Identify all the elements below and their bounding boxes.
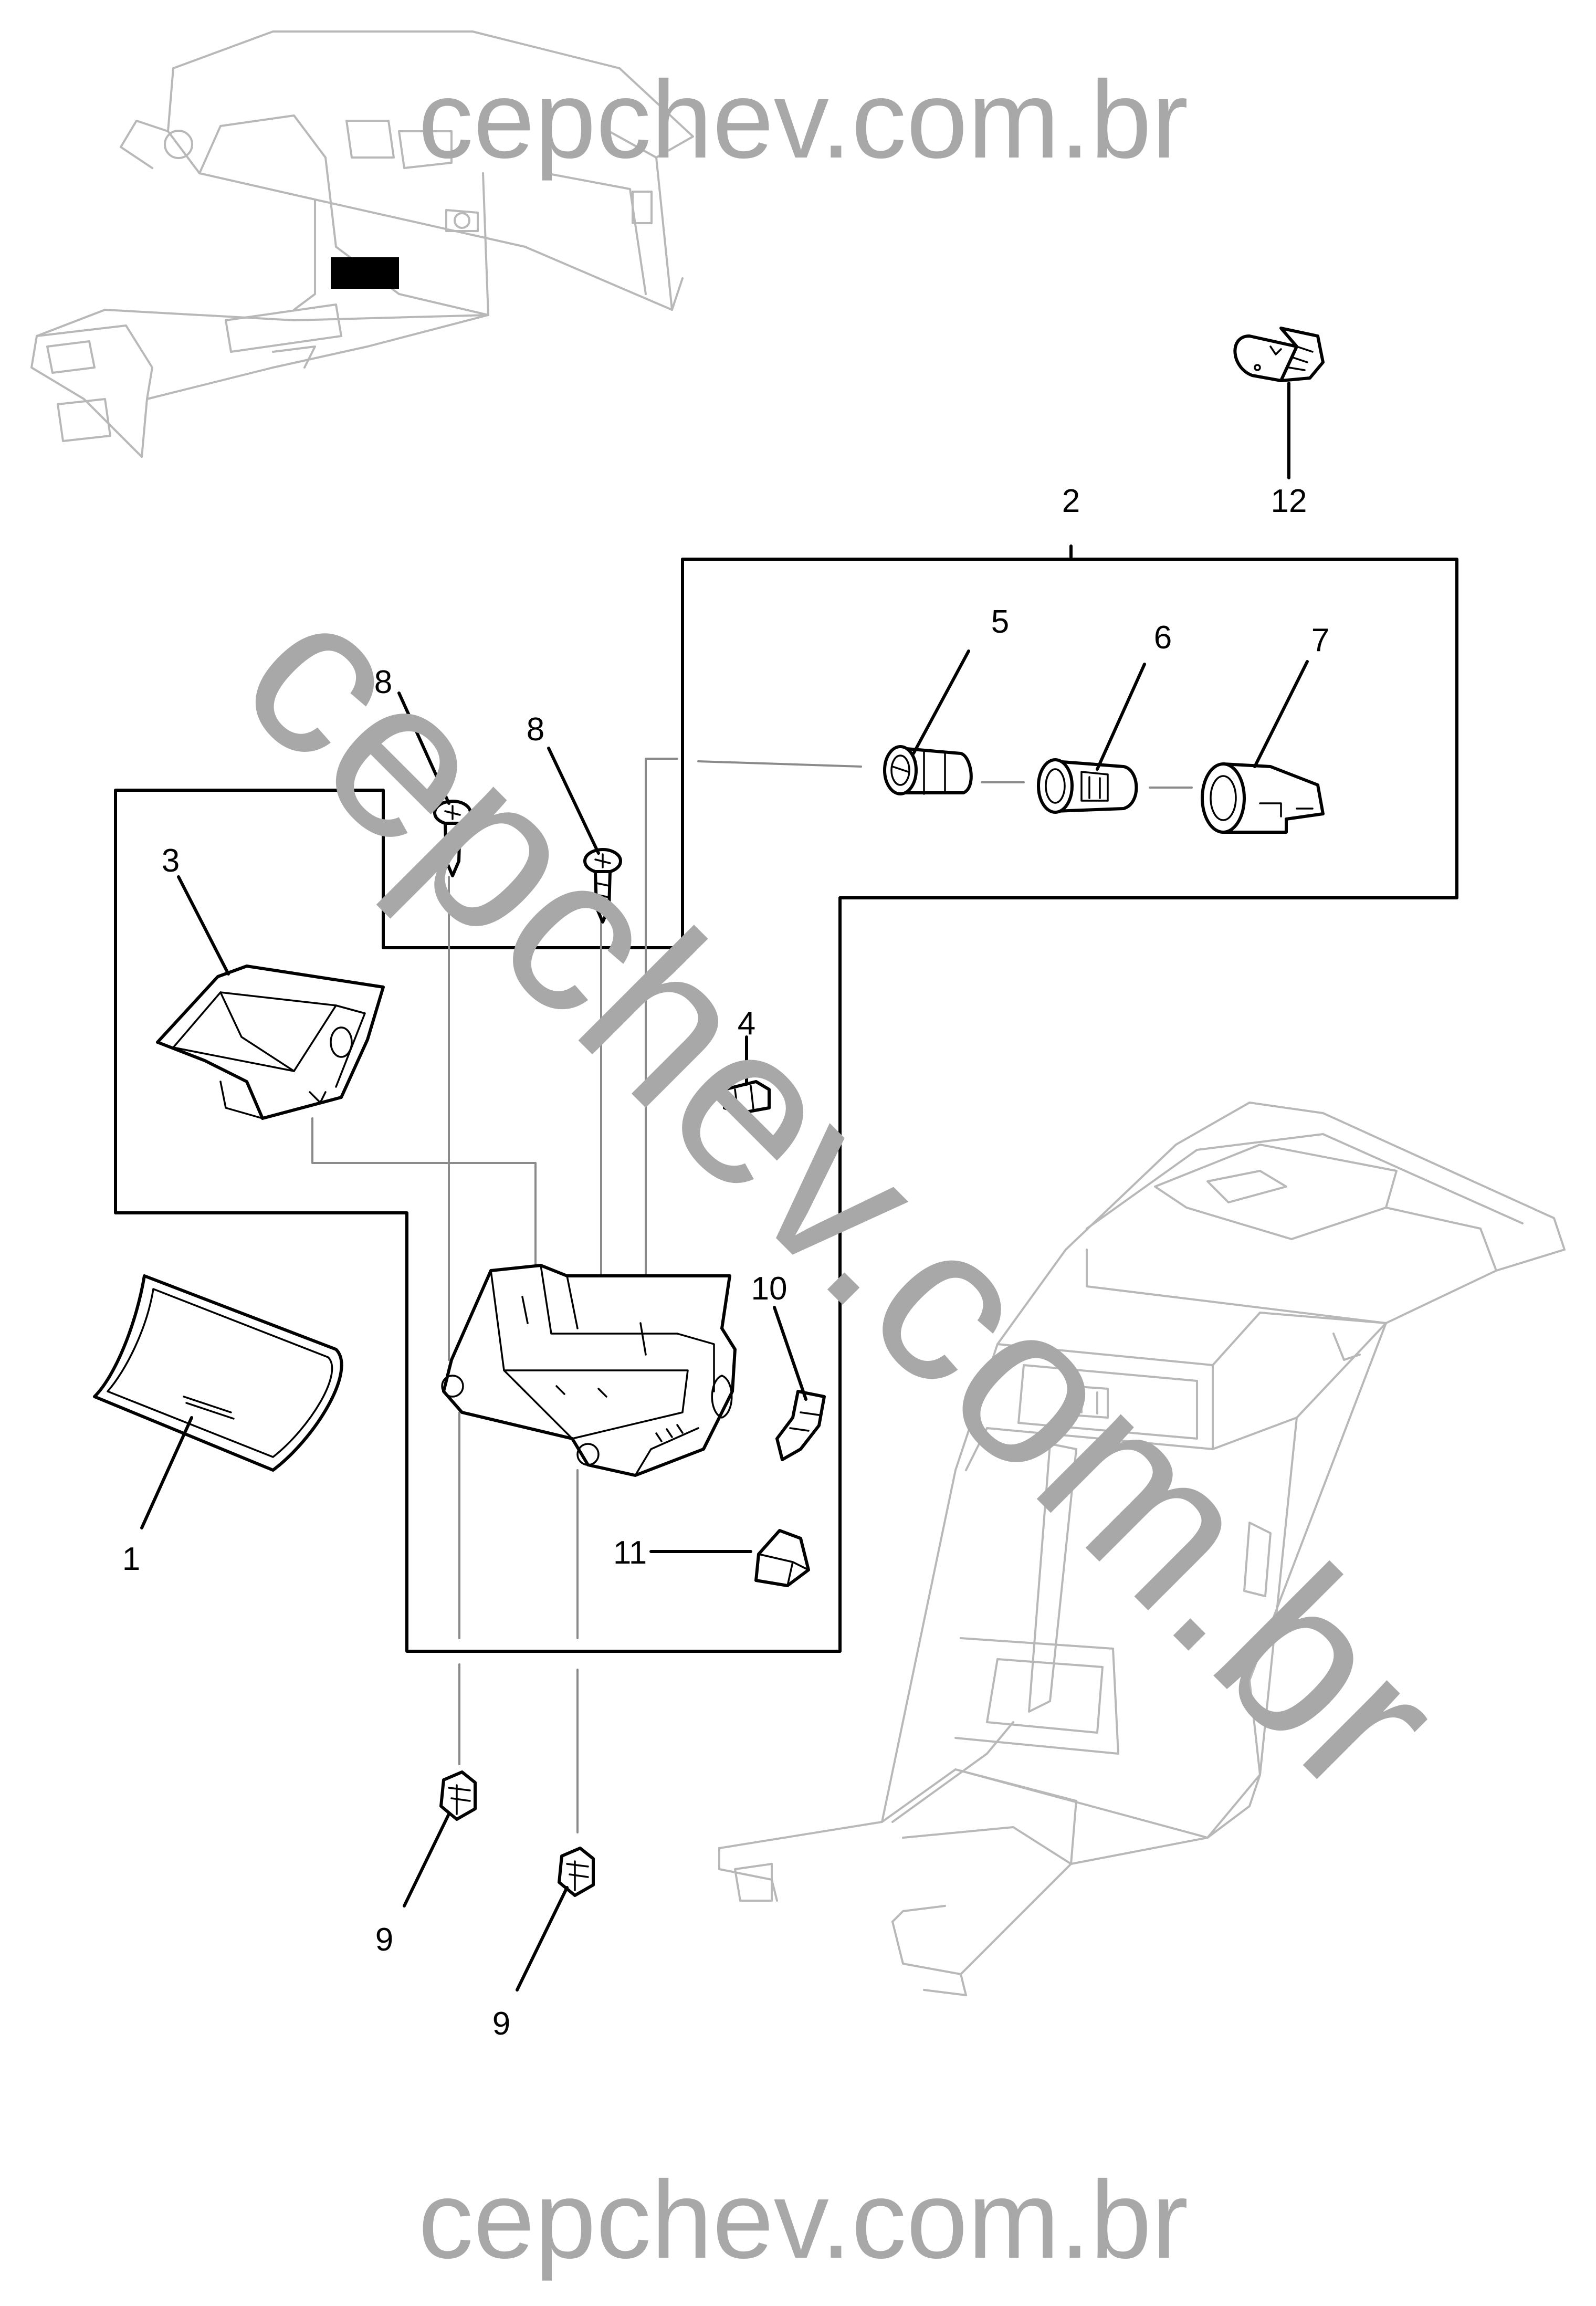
part-6-socket-sleeve xyxy=(1037,758,1138,814)
callout-6: 6 xyxy=(1154,620,1172,656)
callout-3: 3 xyxy=(162,843,180,879)
part-8-screw-b xyxy=(583,848,622,924)
alignment-lines xyxy=(311,758,1193,1833)
part-7-socket-housing xyxy=(1201,762,1325,834)
callout-8a: 8 xyxy=(374,664,392,700)
part-12-bulb xyxy=(1233,327,1325,382)
watermark-bottom: cepchev.com.br xyxy=(418,2158,1189,2281)
watermark-diagonal: cepchev.com.br xyxy=(195,548,1489,1842)
leader-lines xyxy=(140,382,1309,1991)
watermark-top: cepchev.com.br xyxy=(418,58,1189,181)
callout-8b: 8 xyxy=(527,711,544,748)
part-3-ashtray-insert xyxy=(156,965,385,1120)
callout-5: 5 xyxy=(991,604,1009,640)
callout-labels: 2 12 5 6 7 8 8 3 4 10 11 1 9 9 xyxy=(122,483,1329,2042)
callout-11: 11 xyxy=(613,1535,647,1571)
callout-2: 2 xyxy=(1062,483,1080,519)
dashboard-overview-illustration xyxy=(30,30,694,458)
callout-9a: 9 xyxy=(375,1922,393,1958)
part-9-clip-nut-b xyxy=(558,1847,595,1897)
assembly-box-2 xyxy=(114,544,1458,1653)
callout-9b: 9 xyxy=(492,2006,510,2042)
callout-10: 10 xyxy=(751,1271,788,1307)
console-bracket-housing xyxy=(441,1264,737,1477)
part-11-cap xyxy=(754,1529,810,1587)
part-8-screw-a xyxy=(433,800,472,877)
callout-4: 4 xyxy=(738,1005,755,1042)
callout-7: 7 xyxy=(1311,622,1329,658)
callout-1: 1 xyxy=(122,1541,140,1577)
part-1-trim-cover xyxy=(93,1274,343,1472)
callout-12: 12 xyxy=(1271,483,1307,519)
center-console-illustration xyxy=(718,1102,1566,1996)
part-4-clip xyxy=(723,1080,771,1115)
part-10-connector xyxy=(775,1390,826,1461)
part-5-lighter-insert xyxy=(883,745,973,795)
part-9-clip-nut-a xyxy=(439,1770,477,1821)
